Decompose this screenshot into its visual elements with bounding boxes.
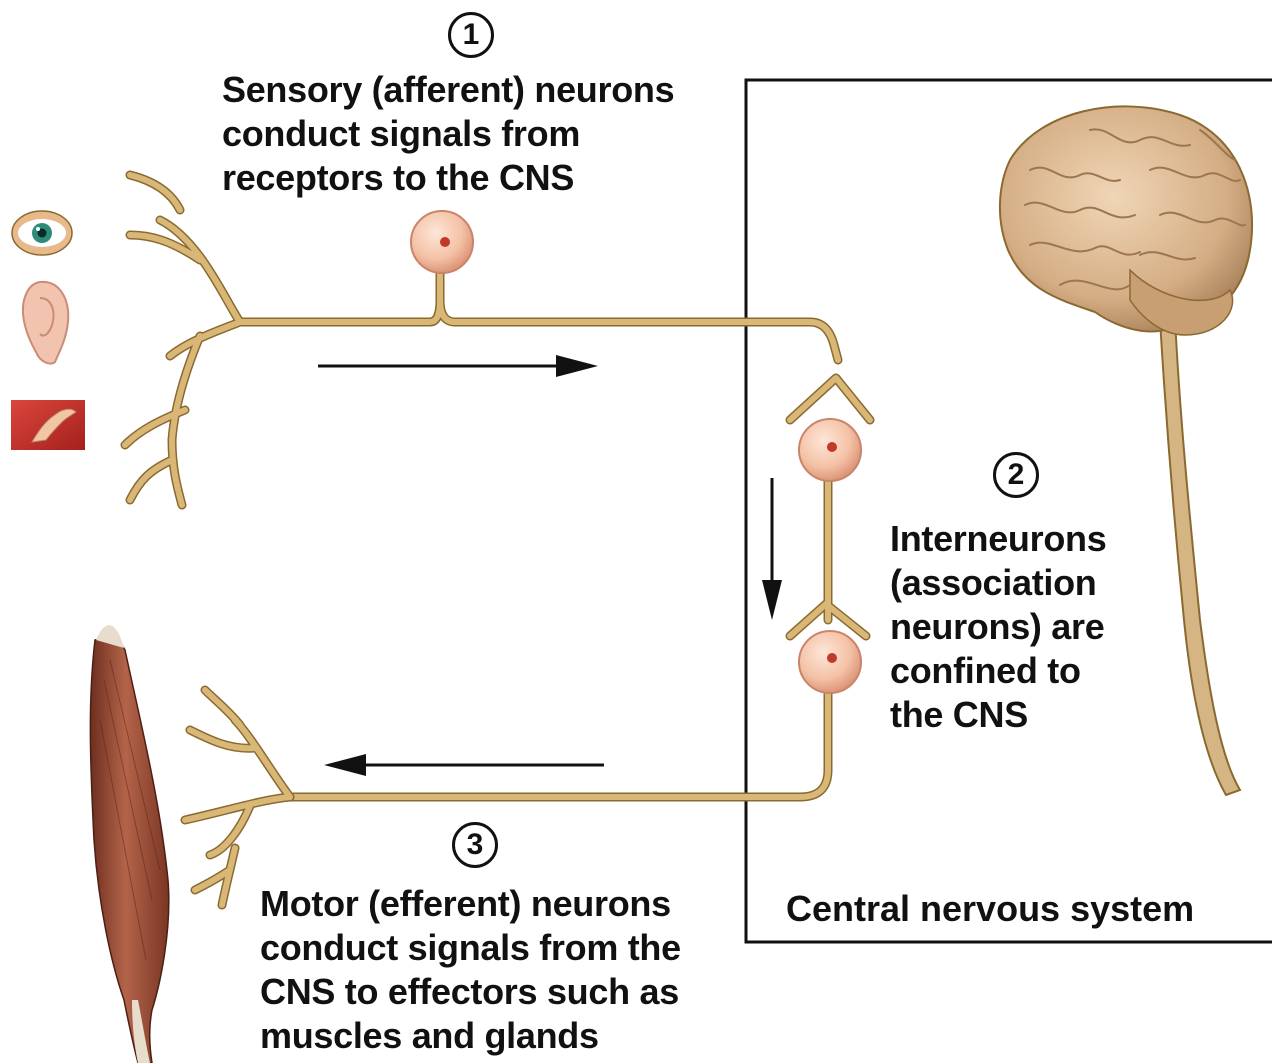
step-3-line: conduct signals from the <box>260 926 681 970</box>
interneuron-cell-body-lower <box>799 631 861 693</box>
motor-direction-arrow <box>324 754 604 776</box>
cns-caption: Central nervous system <box>786 888 1194 930</box>
step-3-line: muscles and glands <box>260 1014 681 1058</box>
step-1-badge: 1 <box>448 12 494 58</box>
step-2-badge: 2 <box>993 452 1039 498</box>
interneuron-cell-body-upper <box>799 419 861 481</box>
step-3-line: Motor (efferent) neurons <box>260 882 681 926</box>
step-2-line: neurons) are <box>890 605 1106 649</box>
ear-icon <box>23 282 68 364</box>
interneurons <box>290 378 870 797</box>
sensory-neuron <box>125 175 838 505</box>
interneuron-direction-arrow <box>762 478 782 620</box>
muscle-illustration <box>90 625 168 1063</box>
interneuron-description: Interneurons (association neurons) are c… <box>890 517 1106 737</box>
step-1-line: receptors to the CNS <box>222 156 674 200</box>
eye-icon <box>12 211 72 255</box>
sensory-cell-body <box>411 211 473 273</box>
step-2-line: (association <box>890 561 1106 605</box>
sensory-direction-arrow <box>318 355 598 377</box>
step-3-line: CNS to effectors such as <box>260 970 681 1014</box>
step-2-line: confined to <box>890 649 1106 693</box>
step-2-line: the CNS <box>890 693 1106 737</box>
step-3-badge: 3 <box>452 822 498 868</box>
motor-neuron-description: Motor (efferent) neurons conduct signals… <box>260 882 681 1058</box>
step-1-line: conduct signals from <box>222 112 674 156</box>
sensory-neuron-description: Sensory (afferent) neurons conduct signa… <box>222 68 674 200</box>
motor-neuron-terminals <box>185 690 290 905</box>
step-2-line: Interneurons <box>890 517 1106 561</box>
hand-icon <box>11 400 85 450</box>
step-1-line: Sensory (afferent) neurons <box>222 68 674 112</box>
